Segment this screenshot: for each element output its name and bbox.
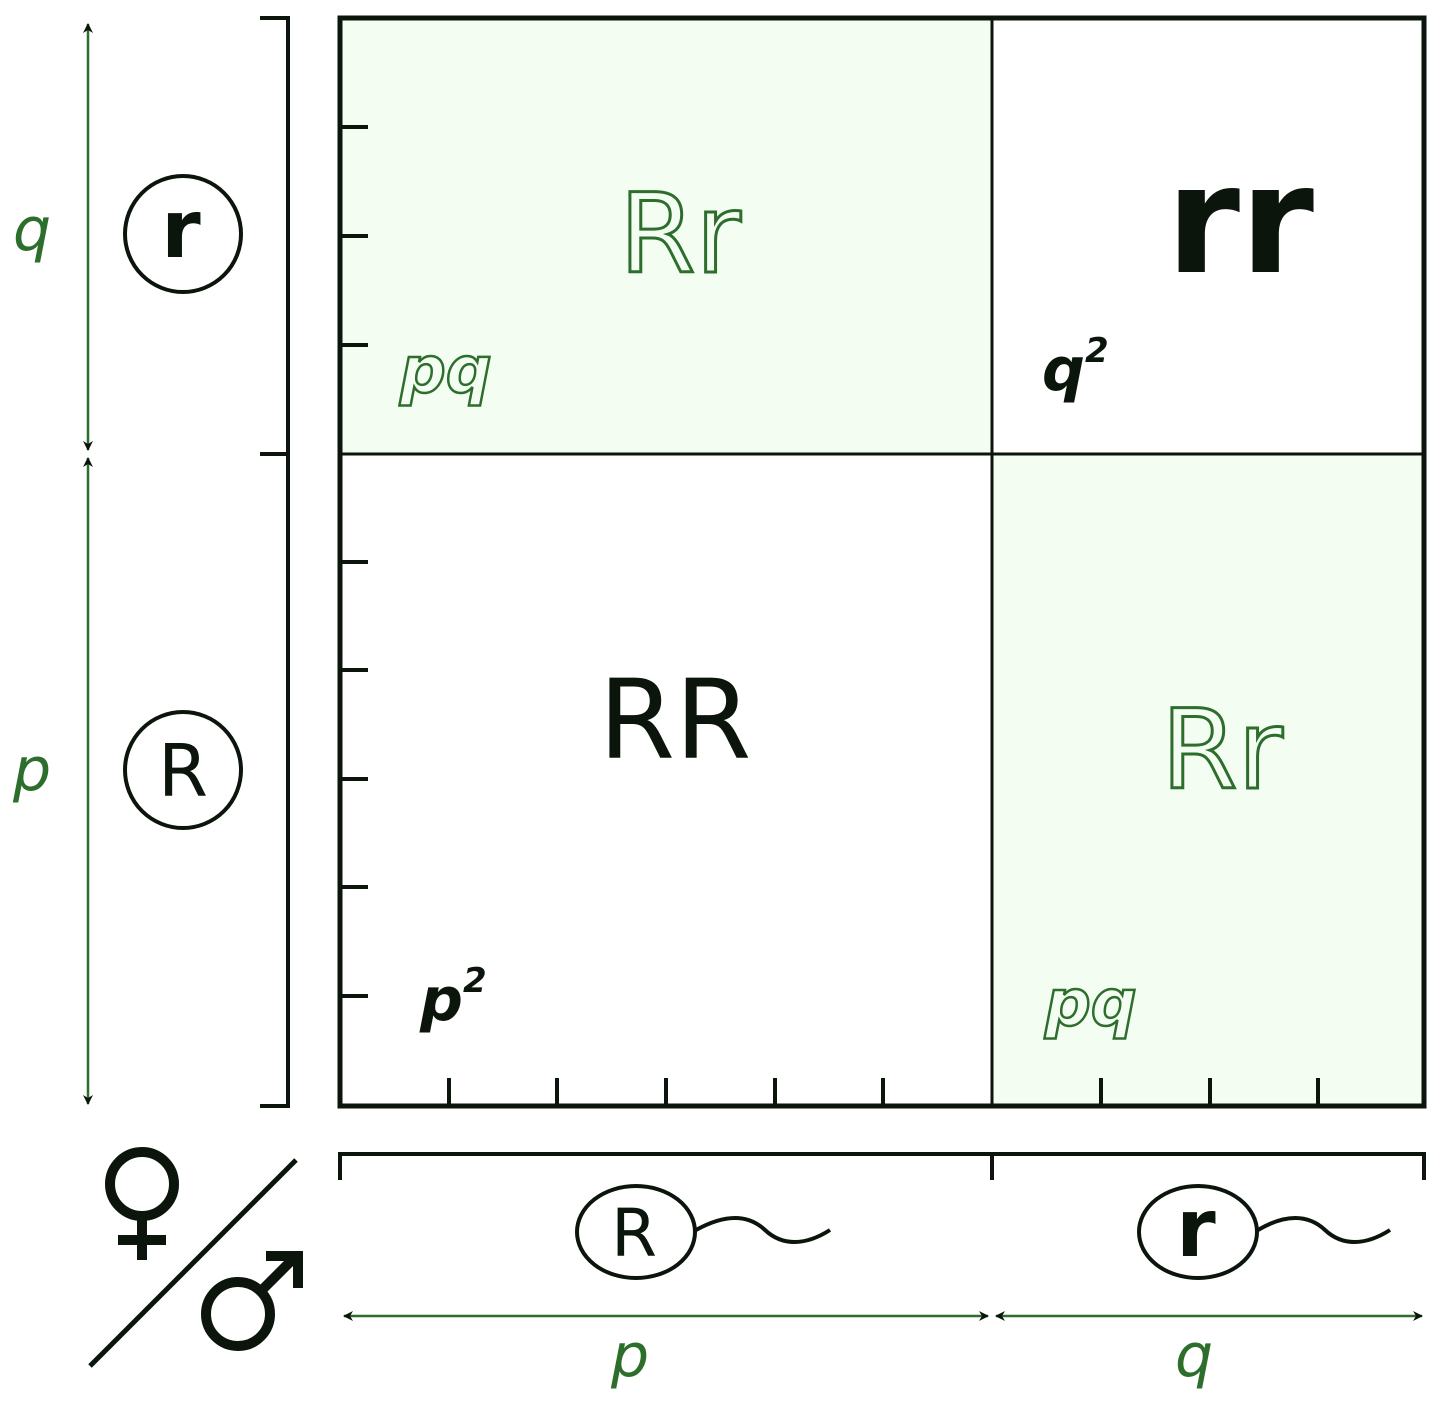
frequency-top-left: pq (399, 334, 492, 408)
sperm-r-tail (1256, 1216, 1392, 1244)
left-ticks (340, 125, 368, 998)
corner-divider (88, 1158, 298, 1368)
egg-r-label: r (161, 183, 201, 276)
male-symbol-icon (201, 1251, 303, 1351)
cell-top-left (340, 18, 992, 454)
egg-R-label: R (158, 729, 208, 813)
cell-top-right (992, 18, 1424, 454)
female-bracket (260, 16, 290, 1108)
female-bottom-frequency: p (12, 735, 51, 805)
sperm-R-label: R (611, 1195, 657, 1272)
genotype-bottom-right: Rr (1161, 686, 1283, 814)
cell-bottom-right (992, 454, 1424, 1106)
egg-r-circle (123, 174, 243, 294)
genotype-bottom-left: RR (599, 656, 752, 784)
sperm-R-tail (695, 1216, 832, 1244)
genotype-top-right: rr (1166, 134, 1314, 308)
male-left-frequency: p (610, 1321, 649, 1391)
bottom-ticks (447, 1078, 1320, 1106)
frequency-top-right: q2 (1042, 331, 1109, 405)
female-symbol-icon (105, 1147, 179, 1260)
sperm-r-label: r (1176, 1182, 1216, 1275)
male-right-frequency: q (1175, 1321, 1213, 1391)
female-top-frequency: q (13, 195, 51, 265)
sperm-r-head (1137, 1184, 1259, 1280)
male-bracket (338, 1152, 1426, 1180)
genotype-top-left: Rr (619, 170, 741, 298)
frequency-bottom-right: pq (1044, 967, 1137, 1041)
cell-bottom-left (340, 454, 992, 1106)
frequency-bottom-left: p2 (419, 961, 487, 1035)
egg-R-circle (123, 710, 243, 830)
sperm-R-head (575, 1184, 697, 1280)
